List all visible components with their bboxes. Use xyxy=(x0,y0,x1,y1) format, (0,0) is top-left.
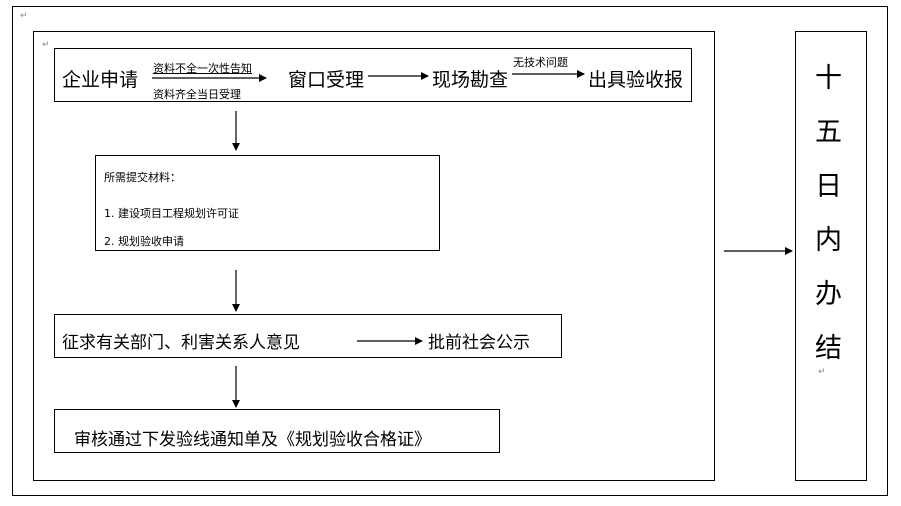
deadline-char: 日 xyxy=(815,171,842,202)
issue-report-label: 出具验收报 xyxy=(588,69,684,91)
window-accept-label: 窗口受理 xyxy=(288,69,365,91)
approval-box xyxy=(54,409,500,453)
materials-title: 所需提交材料： xyxy=(104,171,181,184)
materials-box xyxy=(95,155,440,251)
material-item-permit: 1. 建设项目工程规划许可证 xyxy=(104,207,239,220)
deadline-char: 五 xyxy=(815,117,842,148)
paragraph-mark-icon: ↵ xyxy=(20,11,28,21)
consult-departments-label: 征求有关部门、利害关系人意见 xyxy=(62,333,300,353)
material-item-application: 2. 规划验收申请 xyxy=(104,235,184,248)
approval-issue-label: 审核通过下发验线通知单及《规划验收合格证》 xyxy=(74,430,431,450)
no-technical-issue-note: 无技术问题 xyxy=(513,56,568,69)
deadline-box xyxy=(795,31,867,481)
complete-materials-note: 资料齐全当日受理 xyxy=(153,88,241,101)
paragraph-mark-icon: ↵ xyxy=(42,40,50,50)
site-inspection-label: 现场勘查 xyxy=(432,69,509,91)
public-notice-label: 批前社会公示 xyxy=(428,333,530,353)
consultation-box xyxy=(54,314,562,358)
deadline-char: 办 xyxy=(815,279,842,310)
paragraph-mark-icon: ↵ xyxy=(818,367,826,377)
flow-container xyxy=(33,31,715,481)
enterprise-apply-label: 企业申请 xyxy=(62,69,139,91)
deadline-char: 结 xyxy=(815,333,842,364)
deadline-char: 十 xyxy=(815,63,842,94)
incomplete-materials-note: 资料不全一次性告知 xyxy=(153,62,252,75)
deadline-char: 内 xyxy=(815,225,842,256)
application-flow-box xyxy=(54,48,692,102)
